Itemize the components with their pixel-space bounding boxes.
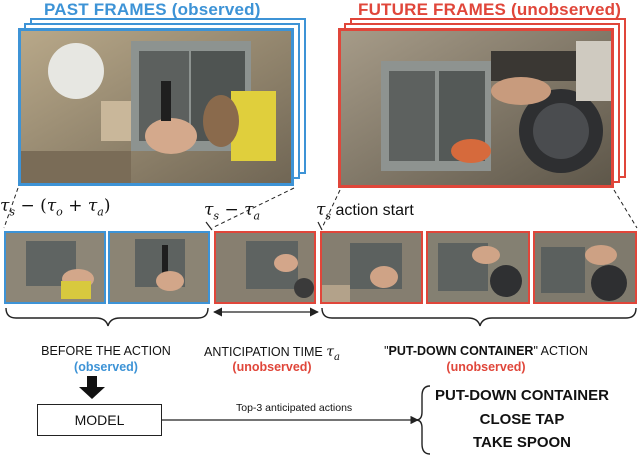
strip-frame-1	[4, 231, 106, 304]
strip-frame-3	[214, 231, 316, 304]
future-frames-header: FUTURE FRAMES (unobserved)	[358, 0, 621, 20]
strip-frame-6	[533, 231, 637, 304]
before-action-observed: (observed)	[74, 360, 138, 374]
future-frames-title: FUTURE FRAMES	[358, 0, 507, 19]
strip-frame-2	[108, 231, 210, 304]
strip-frame-5	[426, 231, 530, 304]
future-frame-image	[338, 28, 614, 188]
prediction-2: CLOSE TAP	[479, 411, 565, 428]
action-label: "PUT-DOWN CONTAINER" ACTION	[384, 344, 588, 358]
prediction-1: PUT-DOWN CONTAINER	[435, 387, 609, 404]
anticipation-unobserved: (unobserved)	[232, 360, 312, 374]
label-tau-s-minus-tau-o-plus-tau-a: τs − (τo + τa)	[0, 196, 111, 219]
past-frames-title: PAST FRAMES	[44, 0, 167, 19]
model-label: MODEL	[74, 412, 125, 428]
strip-frame-4	[320, 231, 423, 304]
future-frames-unobserved: (unobserved)	[510, 0, 622, 19]
past-frames-observed: (observed)	[171, 0, 261, 19]
past-frames-header: PAST FRAMES (observed)	[44, 0, 261, 20]
past-frame-image	[18, 28, 294, 186]
top3-label: Top-3 anticipated actions	[236, 402, 353, 414]
prediction-3: TAKE SPOON	[472, 434, 572, 451]
before-action-label: BEFORE THE ACTION	[41, 344, 171, 358]
anticipation-time-label: ANTICIPATION TIME τa	[204, 344, 340, 363]
action-unobserved: (unobserved)	[446, 360, 526, 374]
action-name: PUT-DOWN CONTAINER	[388, 344, 534, 358]
model-box: MODEL	[37, 404, 162, 436]
